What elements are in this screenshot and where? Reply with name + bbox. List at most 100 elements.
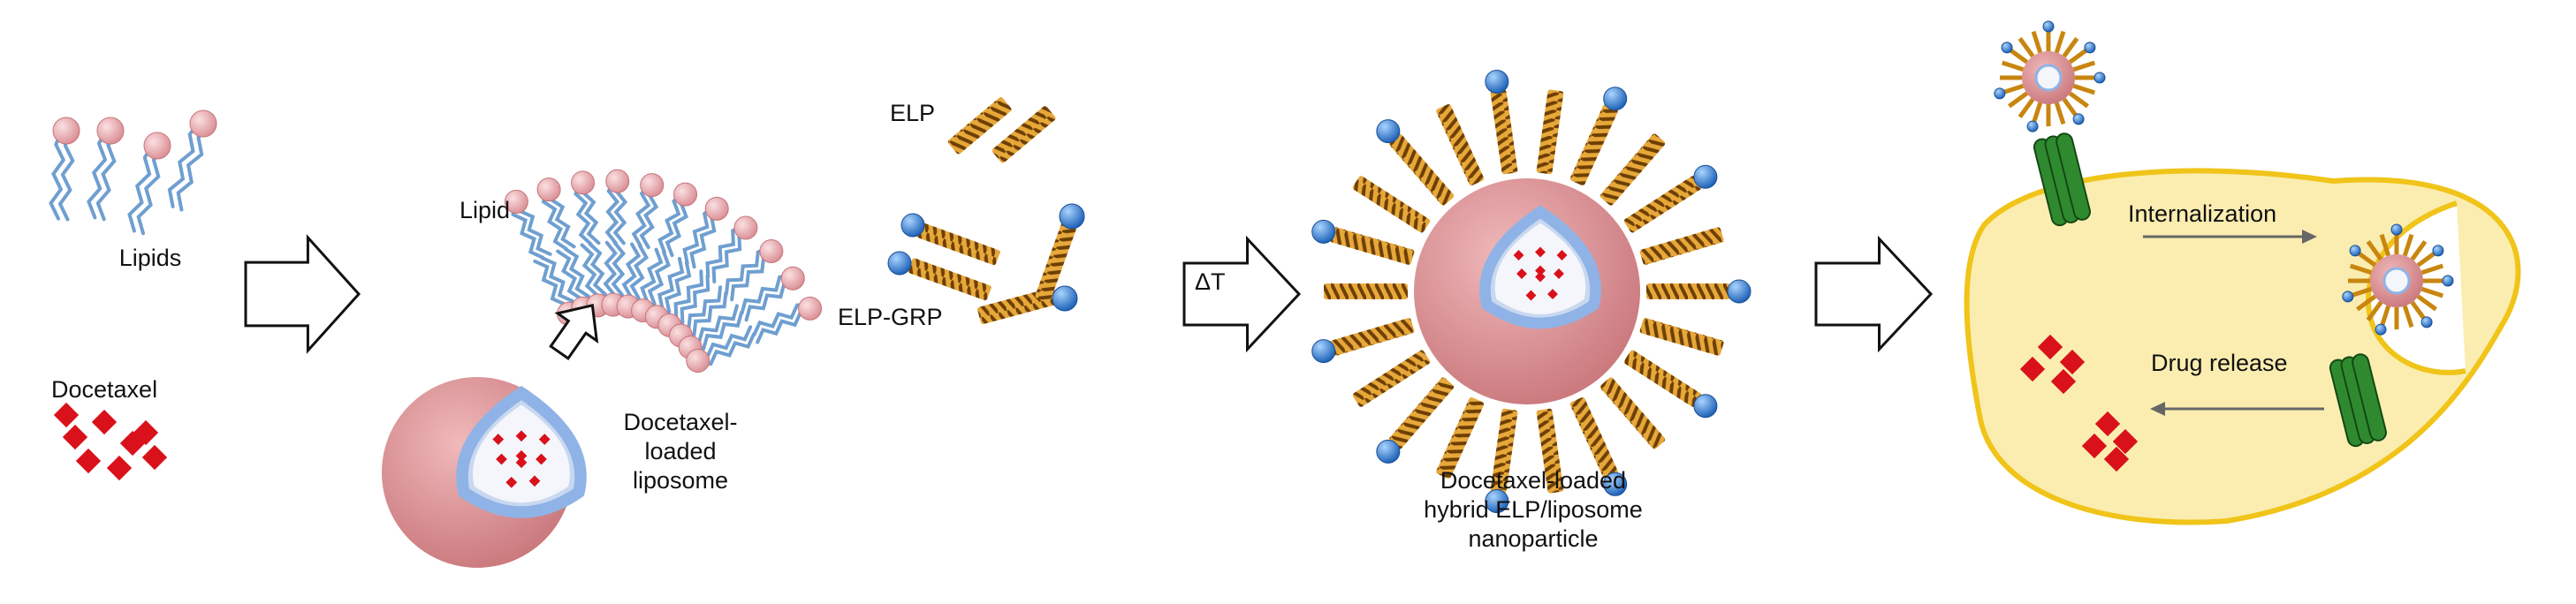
- elp-coil: [1330, 227, 1415, 266]
- elp-coil: [1623, 175, 1703, 234]
- mini-elp: [2074, 86, 2095, 93]
- elp-coil: [1435, 103, 1485, 186]
- lipids-label: Lipids: [97, 244, 203, 273]
- mini-elp: [2020, 39, 2033, 57]
- lipid-tail: [179, 125, 208, 210]
- grp-sphere: [1728, 280, 1751, 303]
- drug-square: [107, 456, 132, 480]
- process-arrow-1: [246, 238, 359, 351]
- grp-sphere: [1052, 286, 1077, 311]
- mini-nanoparticle: [1995, 21, 2105, 132]
- mini-grp: [2073, 114, 2084, 125]
- drug-square: [63, 425, 87, 449]
- drug-molecule: [142, 445, 167, 470]
- elp-coil: [1388, 376, 1455, 450]
- mini-core: [2384, 268, 2409, 293]
- elp-coil: [908, 258, 992, 301]
- nanoparticle-label-line-1: Docetaxel-loaded: [1392, 466, 1675, 495]
- elp-grp-label: ELP-GRP: [838, 303, 943, 332]
- elp-coil: [1324, 283, 1408, 299]
- panel-nanoparticle: [1312, 70, 1751, 512]
- elp-coil: [1352, 175, 1432, 234]
- lipid-tail: [139, 147, 162, 233]
- drug-molecule: [92, 410, 117, 434]
- lipid-head: [674, 183, 697, 206]
- mini-elp: [2064, 99, 2078, 117]
- lipid-head: [641, 174, 664, 197]
- mini-grp: [2421, 317, 2432, 328]
- lipid-head: [97, 117, 124, 144]
- liposome-label-line-3: liposome: [605, 466, 756, 495]
- docetaxel-label: Docetaxel: [51, 375, 157, 404]
- elp-coil: [1600, 132, 1667, 207]
- mini-elp: [2056, 103, 2063, 125]
- elp-coil: [1639, 227, 1724, 266]
- mini-elp: [2070, 94, 2087, 107]
- drug-square: [76, 449, 101, 473]
- lipid-head: [572, 171, 595, 194]
- mini-grp: [2350, 245, 2360, 256]
- mini-grp: [2375, 324, 2386, 335]
- lipid-label: Lipid: [460, 196, 510, 225]
- mini-elp: [2033, 32, 2040, 53]
- elp-coil: [1600, 376, 1667, 450]
- mini-grp: [2391, 224, 2402, 235]
- grp-sphere: [1312, 220, 1335, 243]
- mini-elp: [2010, 49, 2027, 63]
- lipid-head: [537, 178, 560, 201]
- mini-elp: [2064, 39, 2078, 57]
- mini-grp: [2343, 291, 2353, 302]
- grp-sphere: [1377, 120, 1400, 143]
- elp-coil: [916, 223, 1000, 266]
- lipid-head: [781, 267, 804, 290]
- drug-molecule: [54, 403, 79, 427]
- elp-coil: [1388, 132, 1455, 207]
- lipid-head: [760, 240, 783, 263]
- drug-square: [54, 403, 79, 427]
- elp-coil: [1330, 317, 1415, 356]
- drug-release-label: Drug release: [2151, 349, 2288, 378]
- grp-sphere: [1694, 395, 1717, 418]
- elp-coil: [1536, 89, 1563, 175]
- mini-elp: [2056, 32, 2063, 53]
- mini-elp: [2010, 94, 2027, 107]
- nanoparticle-label-line-2: hybrid ELP/liposome: [1392, 495, 1675, 525]
- mini-grp: [2443, 276, 2453, 286]
- grp-sphere: [1312, 340, 1335, 363]
- mini-elp: [2002, 63, 2024, 70]
- elp-coil: [1639, 317, 1724, 356]
- grp-sphere: [1694, 165, 1717, 188]
- mini-grp: [2433, 245, 2443, 256]
- mini-grp: [2043, 21, 2054, 32]
- drug-molecule: [107, 456, 132, 480]
- lipid-head: [190, 110, 217, 137]
- mini-elp: [2074, 63, 2095, 70]
- drug-molecule: [63, 425, 87, 449]
- internalization-label: Internalization: [2128, 200, 2276, 229]
- elp-coil: [1490, 89, 1517, 175]
- process-arrow-3: [1816, 239, 1931, 350]
- diagram-graphics: [51, 21, 2519, 568]
- mini-grp: [2094, 72, 2105, 83]
- mini-elp: [2002, 86, 2024, 93]
- drug-molecule: [76, 449, 101, 473]
- arrow-3-group: [1816, 239, 1931, 350]
- panel-ingredients: [51, 110, 217, 480]
- grp-sphere: [901, 214, 924, 237]
- elp-coil: [1352, 349, 1432, 408]
- mini-elp: [2033, 103, 2040, 125]
- elp-coil: [1646, 283, 1730, 299]
- lipid-head: [687, 350, 710, 373]
- grp-sphere: [1486, 70, 1508, 93]
- elp-coil: [1623, 349, 1703, 408]
- lipid-head: [734, 216, 757, 239]
- mini-elp: [2070, 49, 2087, 63]
- grp-sphere: [1377, 440, 1400, 463]
- lipid-head: [606, 170, 629, 193]
- mini-grp: [2085, 42, 2095, 53]
- liposome-label-line-2: loaded: [605, 437, 756, 466]
- nanoparticle-label-line-3: nanoparticle: [1392, 525, 1675, 554]
- lipid-tail: [170, 122, 199, 207]
- lipid-head: [705, 197, 728, 220]
